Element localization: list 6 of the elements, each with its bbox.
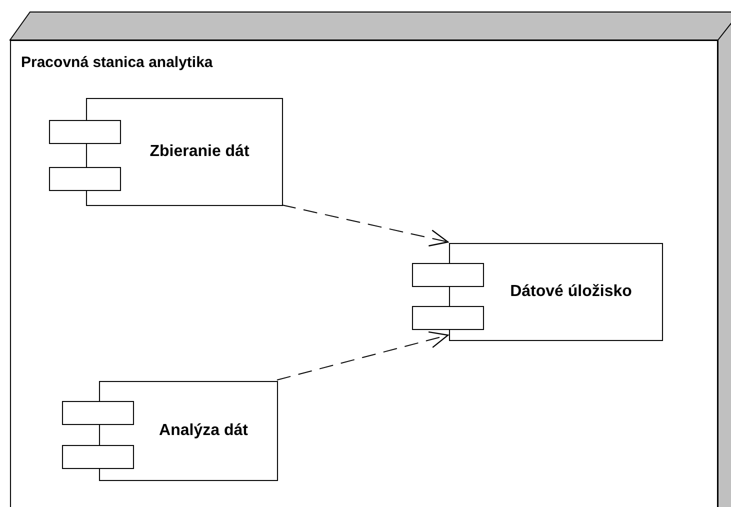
dependency-arrow [282, 204, 449, 246]
dependency-arrow [276, 331, 449, 380]
component-name: Dátové úložisko [510, 282, 632, 302]
component-name: Zbieranie dát [150, 142, 250, 162]
node-title: Pracovná stanica analytika [21, 53, 213, 73]
component-name: Analýza dát [159, 421, 248, 441]
